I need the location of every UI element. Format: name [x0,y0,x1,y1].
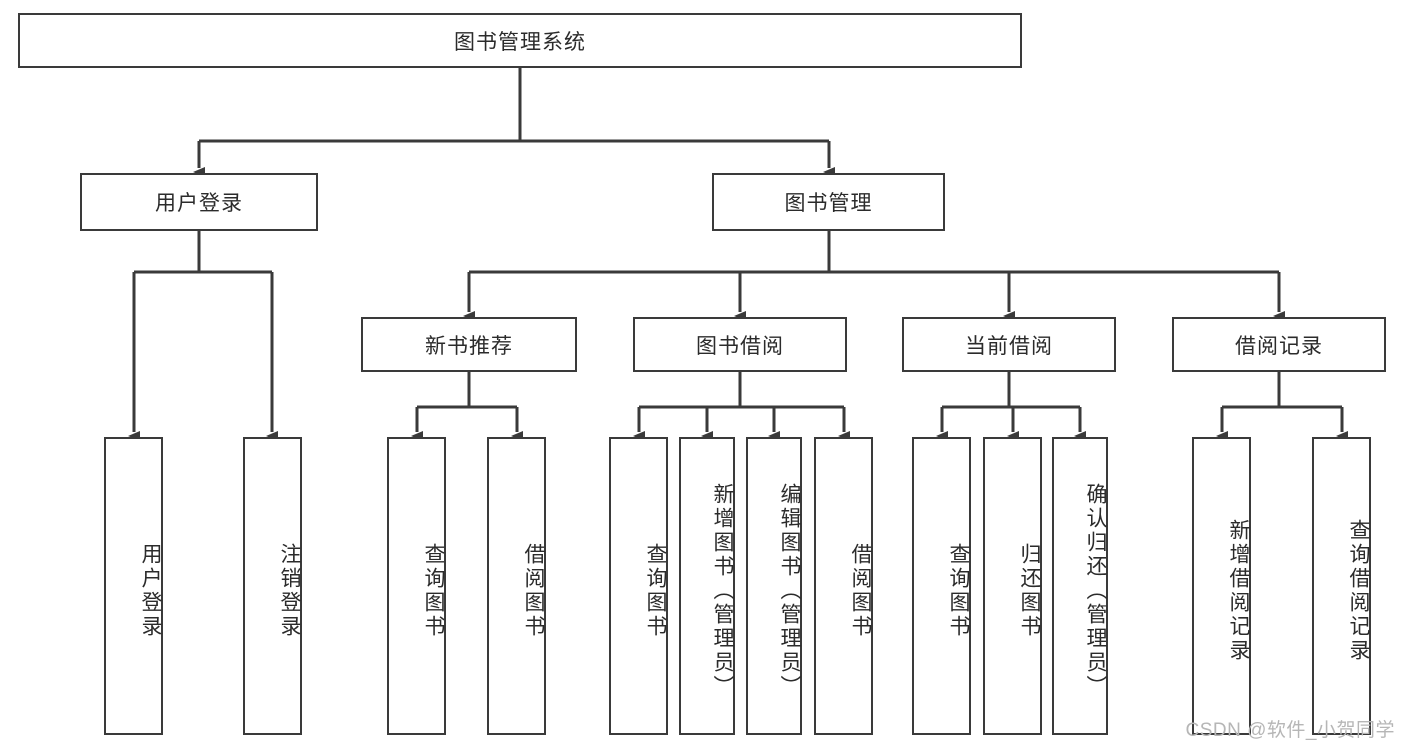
node-leaf-user-login[interactable]: 用户登录 [104,437,163,735]
node-leaf-edit-book-admin[interactable]: 编辑图书（管理员） [746,437,802,735]
node-book-borrowing[interactable]: 图书借阅 [633,317,847,372]
node-label: 查询借阅记录 [1347,519,1370,663]
node-leaf-borrow-query-book[interactable]: 查询图书 [609,437,668,735]
node-leaf-add-borrow-record[interactable]: 新增借阅记录 [1192,437,1251,735]
node-label: 查询图书 [947,543,970,639]
node-label: 用户登录 [139,543,162,639]
node-label: 新增图书（管理员） [711,483,734,699]
node-label: 借阅图书 [522,543,545,639]
csdn-watermark: CSDN @软件_小贺同学 [1185,720,1395,741]
node-label: 新增借阅记录 [1227,519,1250,663]
node-label: 图书借阅 [696,334,784,358]
node-label: 编辑图书（管理员） [778,483,801,699]
node-label: 归还图书 [1018,543,1041,639]
node-leaf-borrow-book[interactable]: 借阅图书 [814,437,873,735]
node-label: 确认归还（管理员） [1084,483,1107,699]
node-label: 查询图书 [422,543,445,639]
node-label: 借阅记录 [1235,334,1323,358]
node-label: 查询图书 [644,543,667,639]
node-label: 用户登录 [155,192,243,215]
node-book-management[interactable]: 图书管理 [712,173,945,231]
node-label: 图书管理系统 [454,30,586,54]
node-leaf-rec-query-book[interactable]: 查询图书 [387,437,446,735]
node-label: 借阅图书 [849,543,872,639]
node-leaf-current-query-book[interactable]: 查询图书 [912,437,971,735]
node-user-login[interactable]: 用户登录 [80,173,318,231]
node-leaf-return-book[interactable]: 归还图书 [983,437,1042,735]
node-leaf-rec-borrow-book[interactable]: 借阅图书 [487,437,546,735]
node-label: 注销登录 [278,543,301,639]
node-new-book-recommendation[interactable]: 新书推荐 [361,317,577,372]
node-label: 当前借阅 [965,334,1053,358]
node-label: 新书推荐 [425,334,513,358]
node-borrowing-records[interactable]: 借阅记录 [1172,317,1386,372]
node-leaf-add-book-admin[interactable]: 新增图书（管理员） [679,437,735,735]
node-leaf-user-logout[interactable]: 注销登录 [243,437,302,735]
node-root-system[interactable]: 图书管理系统 [18,13,1022,68]
node-leaf-confirm-return-admin[interactable]: 确认归还（管理员） [1052,437,1108,735]
node-current-borrowing[interactable]: 当前借阅 [902,317,1116,372]
node-label: 图书管理 [784,192,873,215]
node-leaf-query-borrow-record[interactable]: 查询借阅记录 [1312,437,1371,735]
